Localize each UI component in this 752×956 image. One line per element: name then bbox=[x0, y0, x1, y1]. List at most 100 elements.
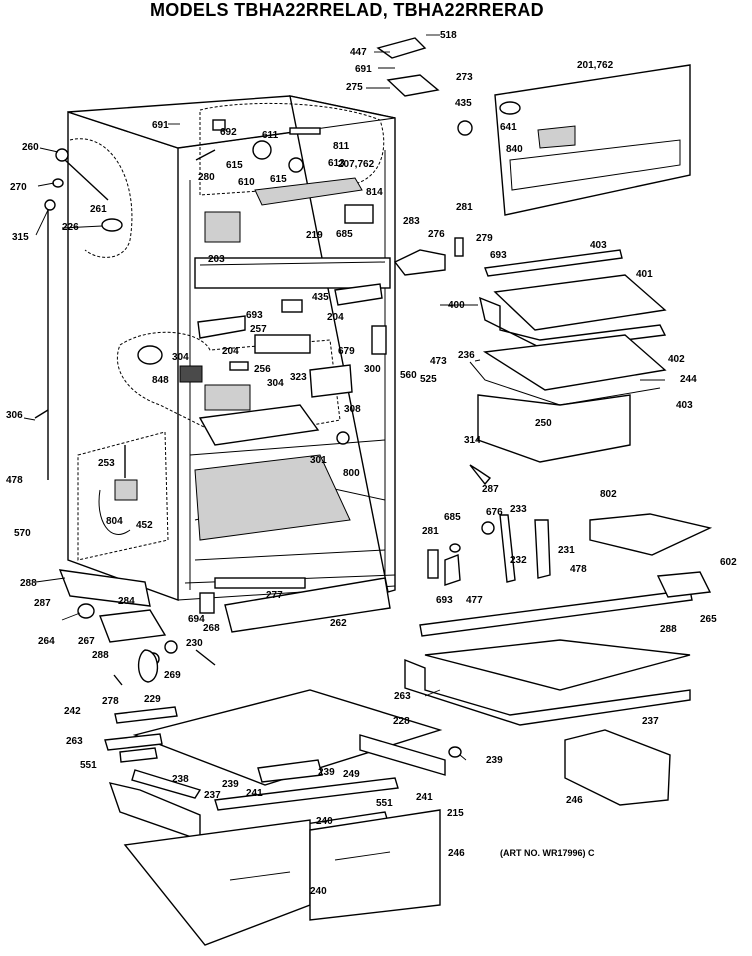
callout-256: 256 bbox=[254, 364, 271, 375]
callout-249: 239 bbox=[486, 755, 503, 766]
diagram-title: MODELS TBHA22RRELAD, TBHA22RRERAD bbox=[150, 0, 544, 20]
callout-253: 287 bbox=[482, 484, 499, 495]
callout-403: 250 bbox=[535, 418, 552, 429]
callout-685: 685 bbox=[336, 229, 353, 240]
callout-244: 403 bbox=[676, 400, 693, 411]
callout-435: 435 bbox=[455, 98, 472, 109]
callout-402: 402 bbox=[668, 354, 685, 365]
callout-215: 246 bbox=[566, 795, 583, 806]
callout-219: 219 bbox=[306, 230, 323, 241]
callout-602: 288 bbox=[20, 578, 37, 589]
callout-269: 278 bbox=[102, 696, 119, 707]
callout-551: 238 bbox=[172, 774, 189, 785]
callout-802: 804 bbox=[106, 516, 123, 527]
callout-693: 693 bbox=[490, 250, 507, 261]
callout-280: 280 bbox=[198, 172, 215, 183]
callout-284: 694 bbox=[188, 614, 205, 625]
part-callouts: 518 447 691 273 275 435 201,762 691 692 … bbox=[6, 30, 737, 897]
callout-262: 693 bbox=[436, 595, 453, 606]
callout-518: 518 bbox=[440, 30, 457, 41]
callout-239: 249 bbox=[343, 769, 360, 780]
callout-268: 262 bbox=[330, 618, 347, 629]
callout-246: 240 bbox=[310, 886, 327, 897]
callout-207-762: 207,762 bbox=[338, 159, 375, 170]
callout-239: 237 bbox=[204, 790, 221, 801]
callout-250: 314 bbox=[464, 435, 481, 446]
callout-264: 267 bbox=[78, 636, 95, 647]
callout-267: 288 bbox=[92, 650, 109, 661]
callout-551: 241 bbox=[416, 792, 433, 803]
callout-403: 403 bbox=[590, 240, 607, 251]
callout-400: 400 bbox=[448, 300, 465, 311]
crisper-parts bbox=[104, 689, 671, 946]
callout-265: 264 bbox=[38, 636, 55, 647]
callout-641: 641 bbox=[500, 122, 517, 133]
callout-691: 691 bbox=[355, 64, 372, 75]
callout-814: 814 bbox=[366, 187, 383, 198]
callout-613: 613 bbox=[328, 158, 345, 169]
callout-676: 570 bbox=[14, 528, 31, 539]
callout-304: 304 bbox=[267, 378, 284, 389]
callout-273: 273 bbox=[456, 72, 473, 83]
callout-478: 602 bbox=[720, 557, 737, 568]
callout-840: 840 bbox=[506, 144, 523, 155]
callout-263: 551 bbox=[80, 760, 97, 771]
callout-304: 304 bbox=[172, 352, 189, 363]
callout-693: 477 bbox=[466, 595, 483, 606]
callout-270: 270 bbox=[10, 182, 27, 193]
callout-275: 275 bbox=[346, 82, 363, 93]
callout-231: 478 bbox=[570, 564, 587, 575]
refrigerator-cabinet bbox=[67, 95, 396, 601]
callout-306: 301 bbox=[310, 455, 327, 466]
callout-314: 306 bbox=[6, 410, 23, 421]
callout-685: 233 bbox=[510, 504, 527, 515]
callout-204: 204 bbox=[327, 312, 344, 323]
callout-525: 525 bbox=[420, 374, 437, 385]
callout-615: 615 bbox=[270, 174, 287, 185]
callout-692: 692 bbox=[220, 127, 237, 138]
callout-288: 277 bbox=[266, 590, 283, 601]
callout-263: 242 bbox=[64, 706, 81, 717]
callout-301: 800 bbox=[343, 468, 360, 479]
callout-478: 802 bbox=[600, 489, 617, 500]
callout-848: 848 bbox=[152, 375, 169, 386]
callout-281: 281 bbox=[456, 202, 473, 213]
callout-261: 261 bbox=[90, 204, 107, 215]
callout-323: 323 bbox=[290, 372, 307, 383]
callout-288: 230 bbox=[186, 638, 203, 649]
callout-283: 283 bbox=[403, 216, 420, 227]
callout-288: 269 bbox=[164, 670, 181, 681]
callout-239: 239 bbox=[318, 767, 335, 778]
callout-477: 265 bbox=[700, 614, 717, 625]
callout-241: 240 bbox=[316, 816, 333, 827]
control-housing-parts bbox=[116, 283, 387, 446]
callout-238: 239 bbox=[222, 779, 239, 790]
callout-242: 228 bbox=[393, 716, 410, 727]
callout-204: 204 bbox=[222, 346, 239, 357]
middle-parts bbox=[224, 513, 713, 726]
callout-229: 263 bbox=[394, 691, 411, 702]
callout-315: 315 bbox=[12, 232, 29, 243]
callout-679: 679 bbox=[338, 346, 355, 357]
callout-447: 447 bbox=[350, 47, 367, 58]
callout-281: 685 bbox=[444, 512, 461, 523]
callout-691: 691 bbox=[152, 120, 169, 131]
callout-473: 244 bbox=[680, 374, 697, 385]
callout-278: 229 bbox=[144, 694, 161, 705]
art-number: (ART NO. WR17996) C bbox=[500, 848, 595, 858]
callout-615: 615 bbox=[226, 160, 243, 171]
callout-241: 551 bbox=[376, 798, 393, 809]
callout-693: 693 bbox=[246, 310, 263, 321]
callout-226: 226 bbox=[62, 222, 79, 233]
callout-452: 281 bbox=[422, 526, 439, 537]
callout-300: 300 bbox=[364, 364, 381, 375]
callout-257: 257 bbox=[250, 324, 267, 335]
callout-610: 610 bbox=[238, 177, 255, 188]
callout-236: 236 bbox=[458, 350, 475, 361]
callout-811: 811 bbox=[333, 141, 350, 152]
leader-lines bbox=[23, 34, 665, 761]
callout-237: 241 bbox=[246, 788, 263, 799]
callout-237: 263 bbox=[66, 736, 83, 747]
callout-611: 611 bbox=[262, 130, 279, 141]
